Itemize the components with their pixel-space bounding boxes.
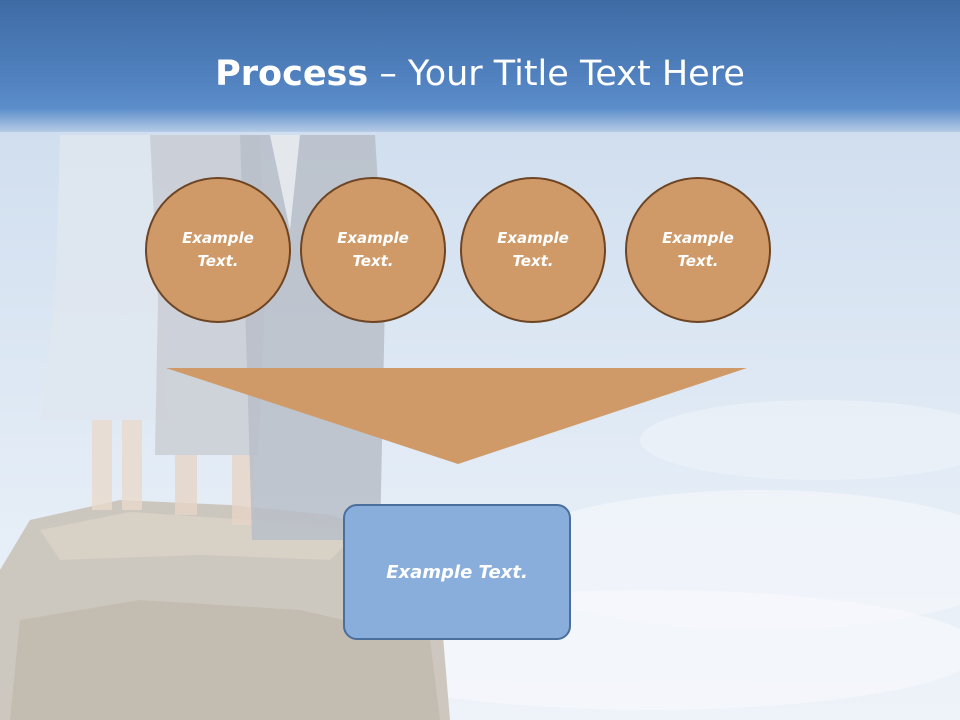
result-box-label: Example Text.: [386, 561, 528, 583]
title-rest: – Your Title Text Here: [368, 54, 745, 94]
process-circle-1[interactable]: Example Text.: [145, 177, 291, 323]
circle-label: Example Text.: [497, 229, 569, 270]
process-circle-2[interactable]: Example Text.: [300, 177, 446, 323]
circle-label: Example Text.: [337, 229, 409, 270]
title-bold: Process: [215, 54, 369, 94]
circle-label: Example Text.: [662, 229, 734, 270]
circle-label: Example Text.: [182, 229, 254, 270]
process-circle-4[interactable]: Example Text.: [625, 177, 771, 323]
result-box[interactable]: Example Text.: [343, 504, 571, 640]
process-circle-3[interactable]: Example Text.: [460, 177, 606, 323]
slide-title[interactable]: Process – Your Title Text Here: [0, 50, 960, 98]
title-bar: [0, 0, 960, 132]
